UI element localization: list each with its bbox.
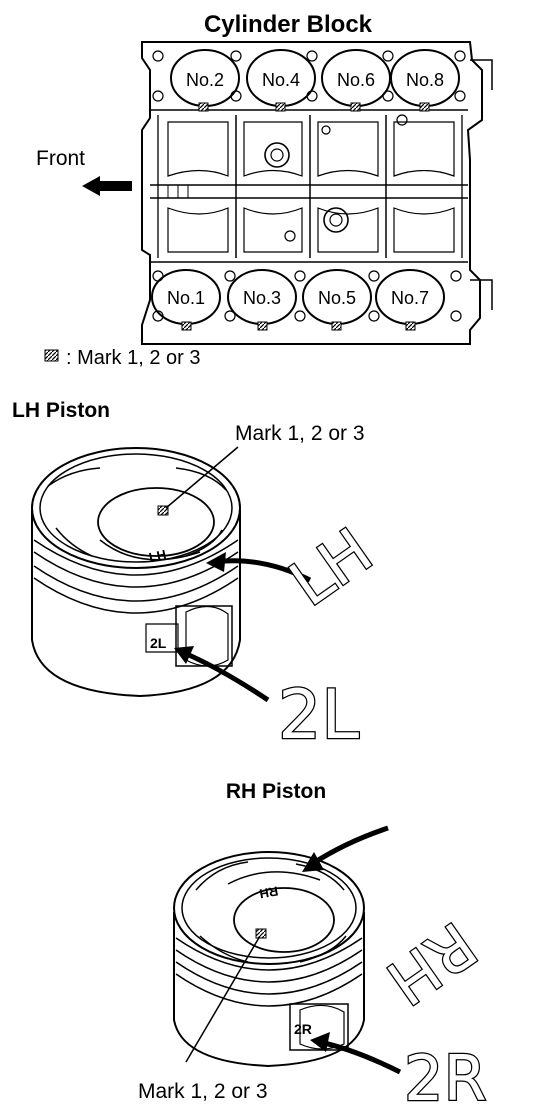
bore-label-no1: No.1 (167, 288, 205, 308)
front-label: Front (36, 147, 85, 170)
rh-mark-label: Mark 1, 2 or 3 (138, 1080, 268, 1103)
lh-crown-text: LH (148, 547, 168, 565)
rh-side-text: 2R (294, 1021, 312, 1037)
block-title: Cylinder Block (204, 11, 373, 38)
rh-callout-side: 2R (404, 1042, 487, 1114)
lh-mark-icon (157, 505, 169, 516)
mark-legend-text: : Mark 1, 2 or 3 (66, 347, 201, 369)
bore-label-no6: No.6 (337, 70, 375, 90)
front-arrow-icon (82, 176, 132, 196)
lh-crown-arrow-line (215, 558, 312, 583)
rh-crown-text: RH (258, 883, 279, 901)
rh-piston (173, 851, 365, 1068)
lh-piston-title: LH Piston (12, 399, 110, 422)
rh-mark-leader (185, 935, 261, 1063)
bore-label-no7: No.7 (391, 288, 429, 308)
lh-mark-label: Mark 1, 2 or 3 (235, 422, 365, 445)
rh-crown-arrow-line (310, 825, 389, 867)
lh-side-arrowhead-icon (174, 646, 194, 664)
bore-label-no3: No.3 (243, 288, 281, 308)
bore-label-no5: No.5 (318, 288, 356, 308)
rh-callout-crown: RH (374, 908, 489, 1019)
lh-piston (31, 447, 241, 698)
grade-mark-markers (181, 102, 430, 331)
rh-crown-arrowhead-icon (302, 852, 324, 872)
rh-side-arrowhead-icon (310, 1032, 330, 1052)
mark-legend-icon (44, 349, 59, 362)
bore-label-no8: No.8 (406, 70, 444, 90)
lh-callout-crown: LH (277, 514, 385, 620)
lh-side-text: 2L (150, 635, 167, 651)
lh-mark-leader (165, 446, 239, 509)
bore-label-no4: No.4 (262, 70, 300, 90)
rh-piston-title: RH Piston (226, 780, 326, 803)
rh-mark-icon (255, 928, 267, 939)
bore-label-no2: No.2 (186, 70, 224, 90)
rh-side-arrow-line (319, 1039, 402, 1075)
lh-crown-arrowhead-icon (206, 552, 226, 572)
lh-callout-side: 2L (278, 676, 359, 755)
